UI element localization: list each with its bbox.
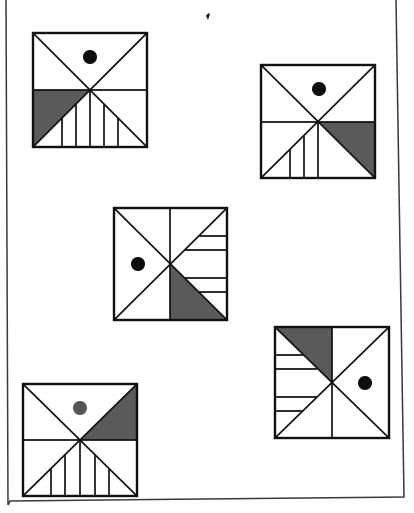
sheet-left-edge xyxy=(6,0,8,505)
grey-dot xyxy=(73,401,87,415)
tile-mid-right xyxy=(275,327,389,438)
black-dot xyxy=(83,50,97,64)
black-dot xyxy=(312,82,326,96)
black-dot xyxy=(131,257,145,271)
tile-bottom-left xyxy=(23,384,137,496)
scan-speck xyxy=(206,13,210,20)
tile-center xyxy=(114,208,227,320)
tile-top-right xyxy=(261,65,375,178)
sheet-border xyxy=(8,0,404,505)
tile-top-left xyxy=(33,33,147,147)
black-dot xyxy=(358,376,372,390)
